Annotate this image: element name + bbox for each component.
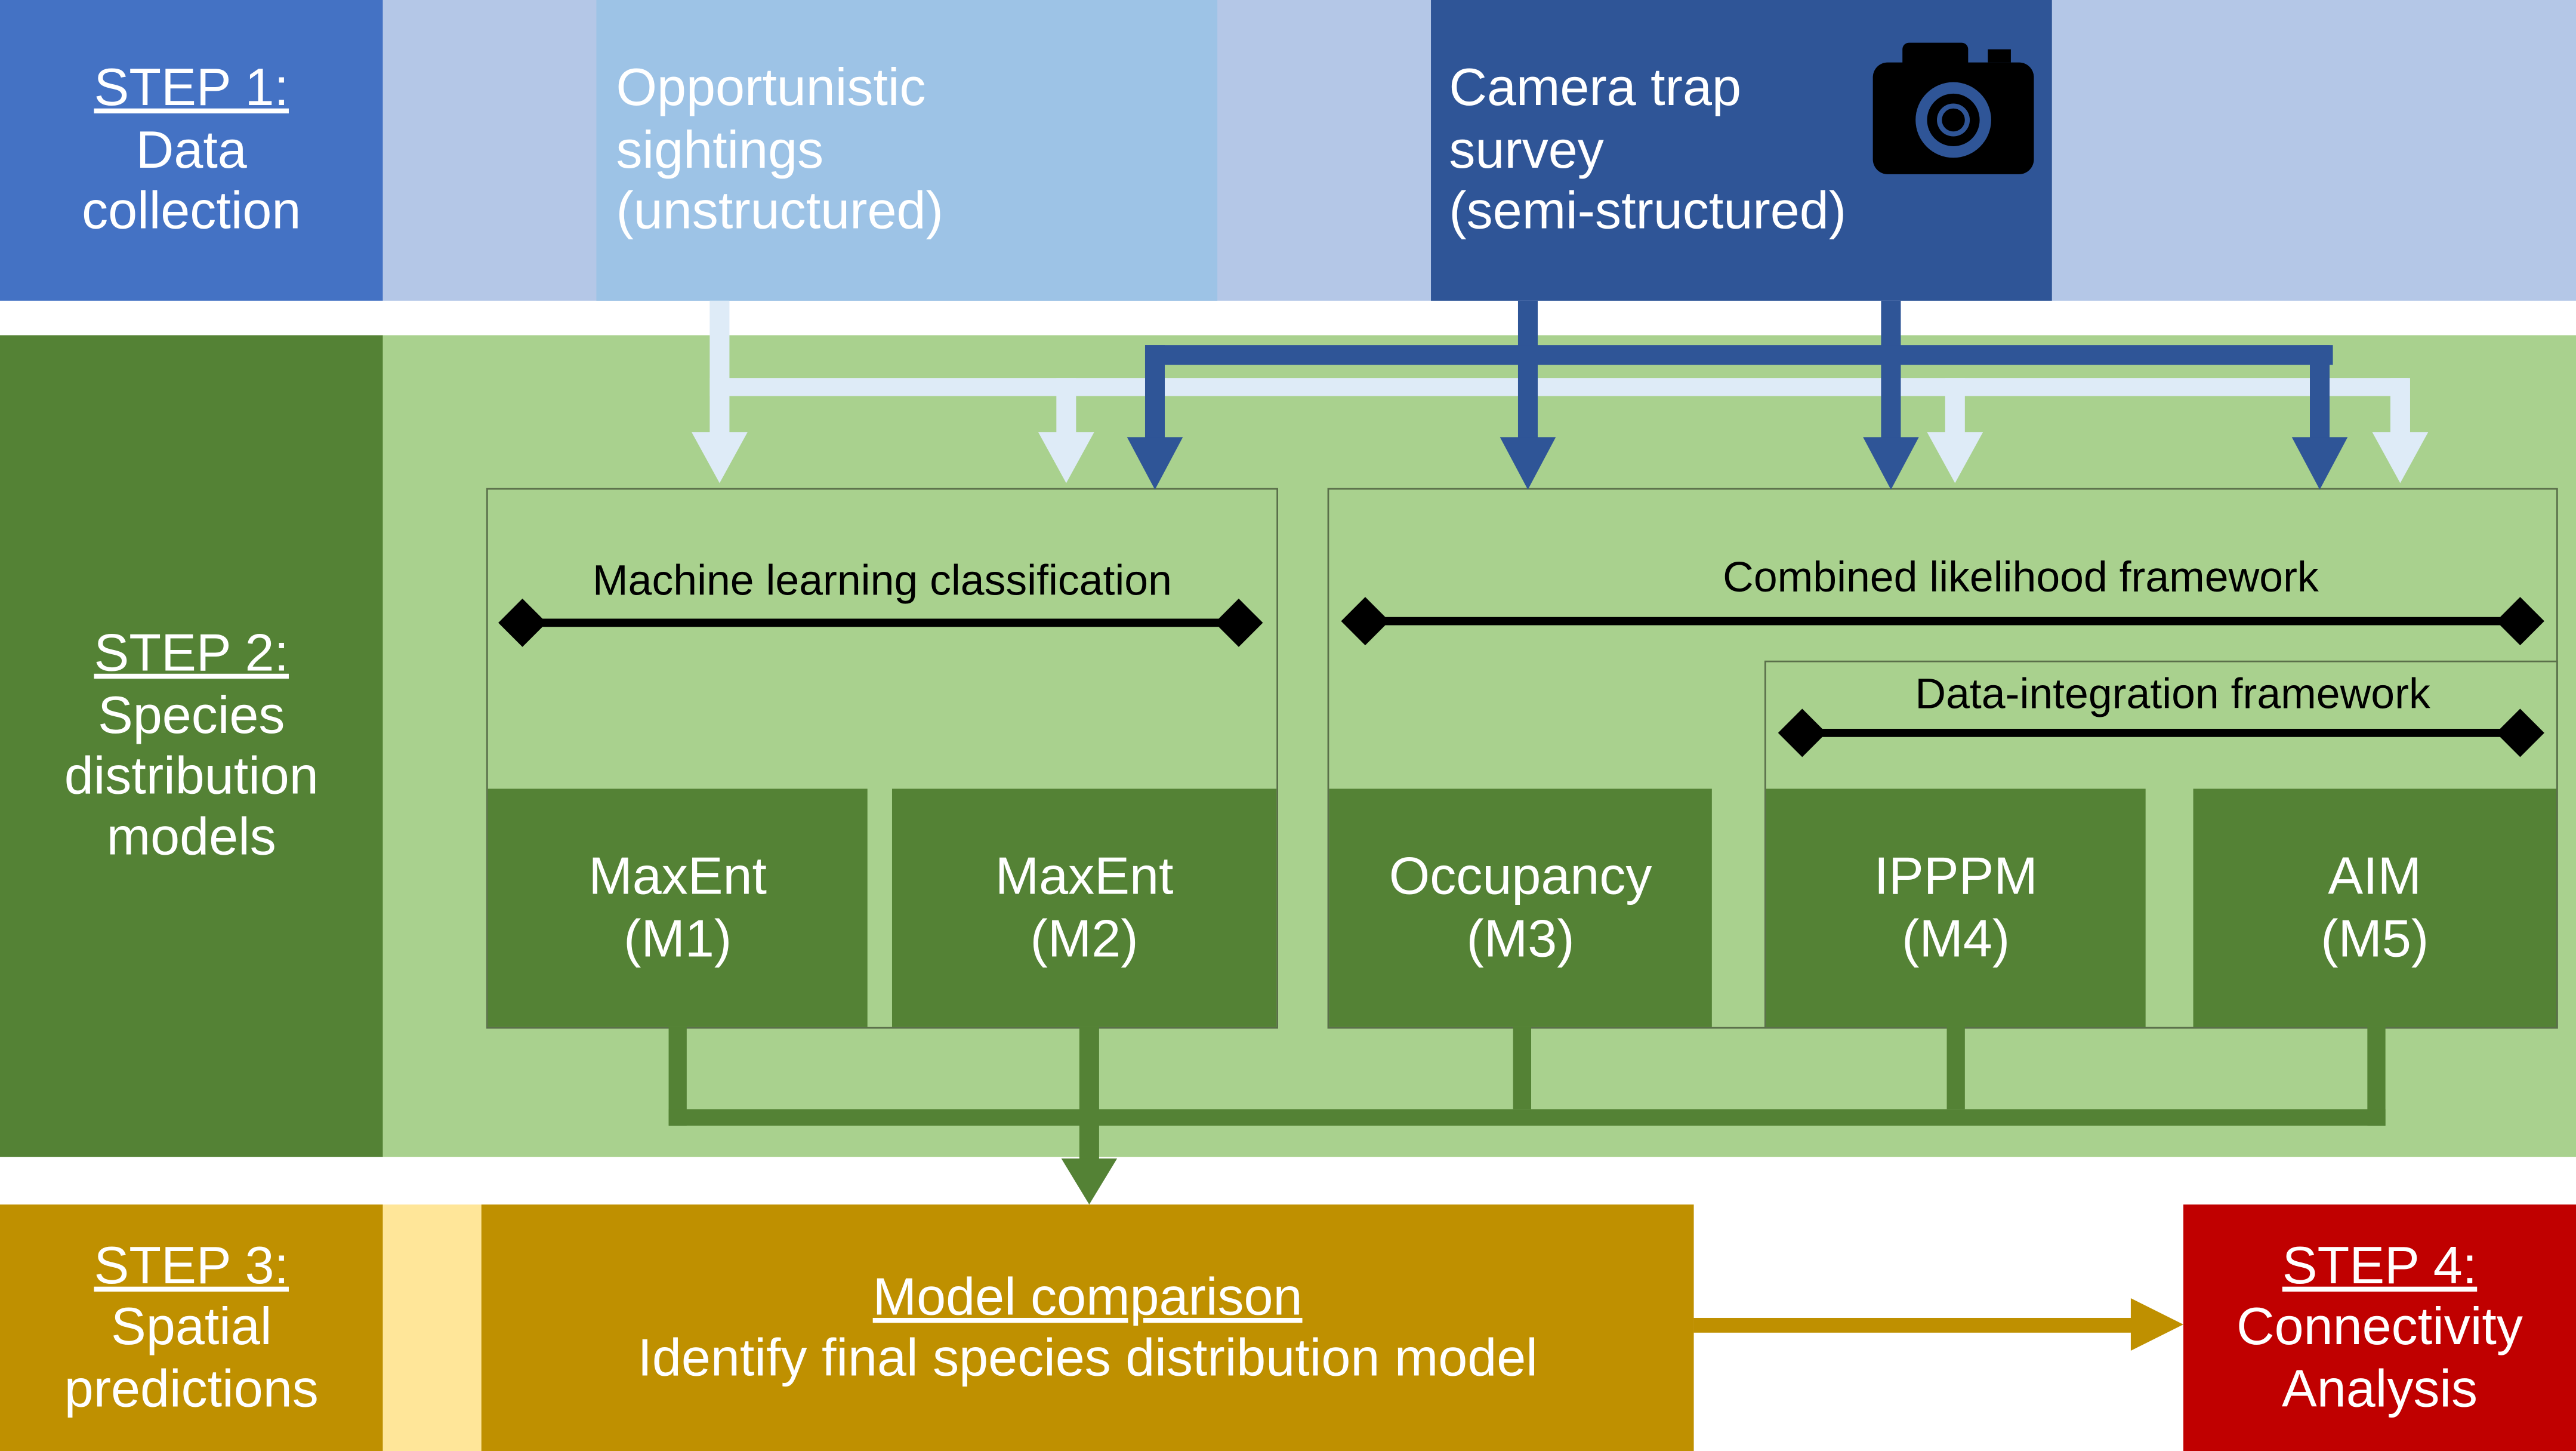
model-name: MaxEnt — [588, 846, 767, 906]
step4-box: STEP 4: Connectivity Analysis — [2183, 1204, 2576, 1451]
step1-title: STEP 1: — [94, 58, 289, 118]
model-code: (M2) — [1030, 908, 1139, 968]
data-integration-label: Data-integration framework — [1915, 668, 2430, 718]
camera-trap-survey-box: Camera trap survey (semi-structured) — [1431, 0, 2052, 301]
model-code: (M5) — [2321, 908, 2429, 968]
model-comparison-text: Identify final species distribution mode… — [637, 1327, 1538, 1387]
data-integration-framework-box — [1764, 660, 2558, 1029]
machine-learning-label: Machine learning classification — [593, 554, 1172, 605]
step3-strip — [382, 1204, 482, 1451]
model-box-m4: IPPPM (M4) — [1766, 788, 2146, 1027]
camera-line3: (semi-structured) — [1449, 181, 1847, 241]
model-name: MaxEnt — [995, 846, 1174, 906]
step3-title: STEP 3: — [94, 1235, 289, 1295]
model-box-m1: MaxEnt (M1) — [488, 788, 868, 1027]
step2-title: STEP 2: — [94, 623, 289, 682]
step4-label-line2: Analysis — [2281, 1358, 2478, 1418]
step2-label-line3: models — [106, 807, 276, 867]
step1-label-line1: Data — [135, 119, 247, 179]
machine-learning-framework-box — [486, 488, 1278, 1029]
camera-line1: Camera trap — [1449, 58, 1741, 118]
model-name: IPPPM — [1874, 846, 2038, 906]
opportunistic-line2: sightings — [616, 119, 824, 179]
step1-label-line2: collection — [82, 181, 301, 241]
step2-header: STEP 2: Species distribution models — [0, 335, 383, 1157]
combined-likelihood-label: Combined likelihood framework — [1723, 552, 2319, 602]
model-box-m3: Occupancy (M3) — [1329, 788, 1712, 1027]
model-box-m5: AIM (M5) — [2193, 788, 2556, 1027]
model-box-m2: MaxEnt (M2) — [891, 788, 1277, 1027]
step3-header: STEP 3: Spatial predictions — [0, 1204, 383, 1451]
model-code: (M1) — [624, 908, 732, 968]
step3-label-line2: predictions — [64, 1358, 319, 1418]
model-code: (M3) — [1466, 908, 1575, 968]
model-code: (M4) — [1902, 908, 2010, 968]
step1-header: STEP 1: Data collection — [0, 0, 383, 301]
step4-label-line1: Connectivity — [2236, 1296, 2523, 1357]
step2-label-line2: distribution — [64, 745, 319, 806]
model-name: Occupancy — [1389, 846, 1652, 906]
step2-label-line1: Species — [98, 684, 285, 744]
opportunistic-sightings-box: Opportunistic sightings (unstructured) — [596, 0, 1218, 301]
opportunistic-line1: Opportunistic — [616, 58, 926, 118]
camera-line2: survey — [1449, 119, 1604, 179]
model-comparison-title: Model comparison — [872, 1266, 1303, 1326]
comparison-to-connectivity-arrow — [1693, 1298, 2184, 1351]
opportunistic-line3: (unstructured) — [616, 181, 943, 241]
step4-title: STEP 4: — [2282, 1235, 2478, 1295]
model-comparison-box: Model comparison Identify final species … — [481, 1204, 1694, 1451]
model-name: AIM — [2328, 846, 2422, 906]
step3-label-line1: Spatial — [111, 1296, 272, 1357]
